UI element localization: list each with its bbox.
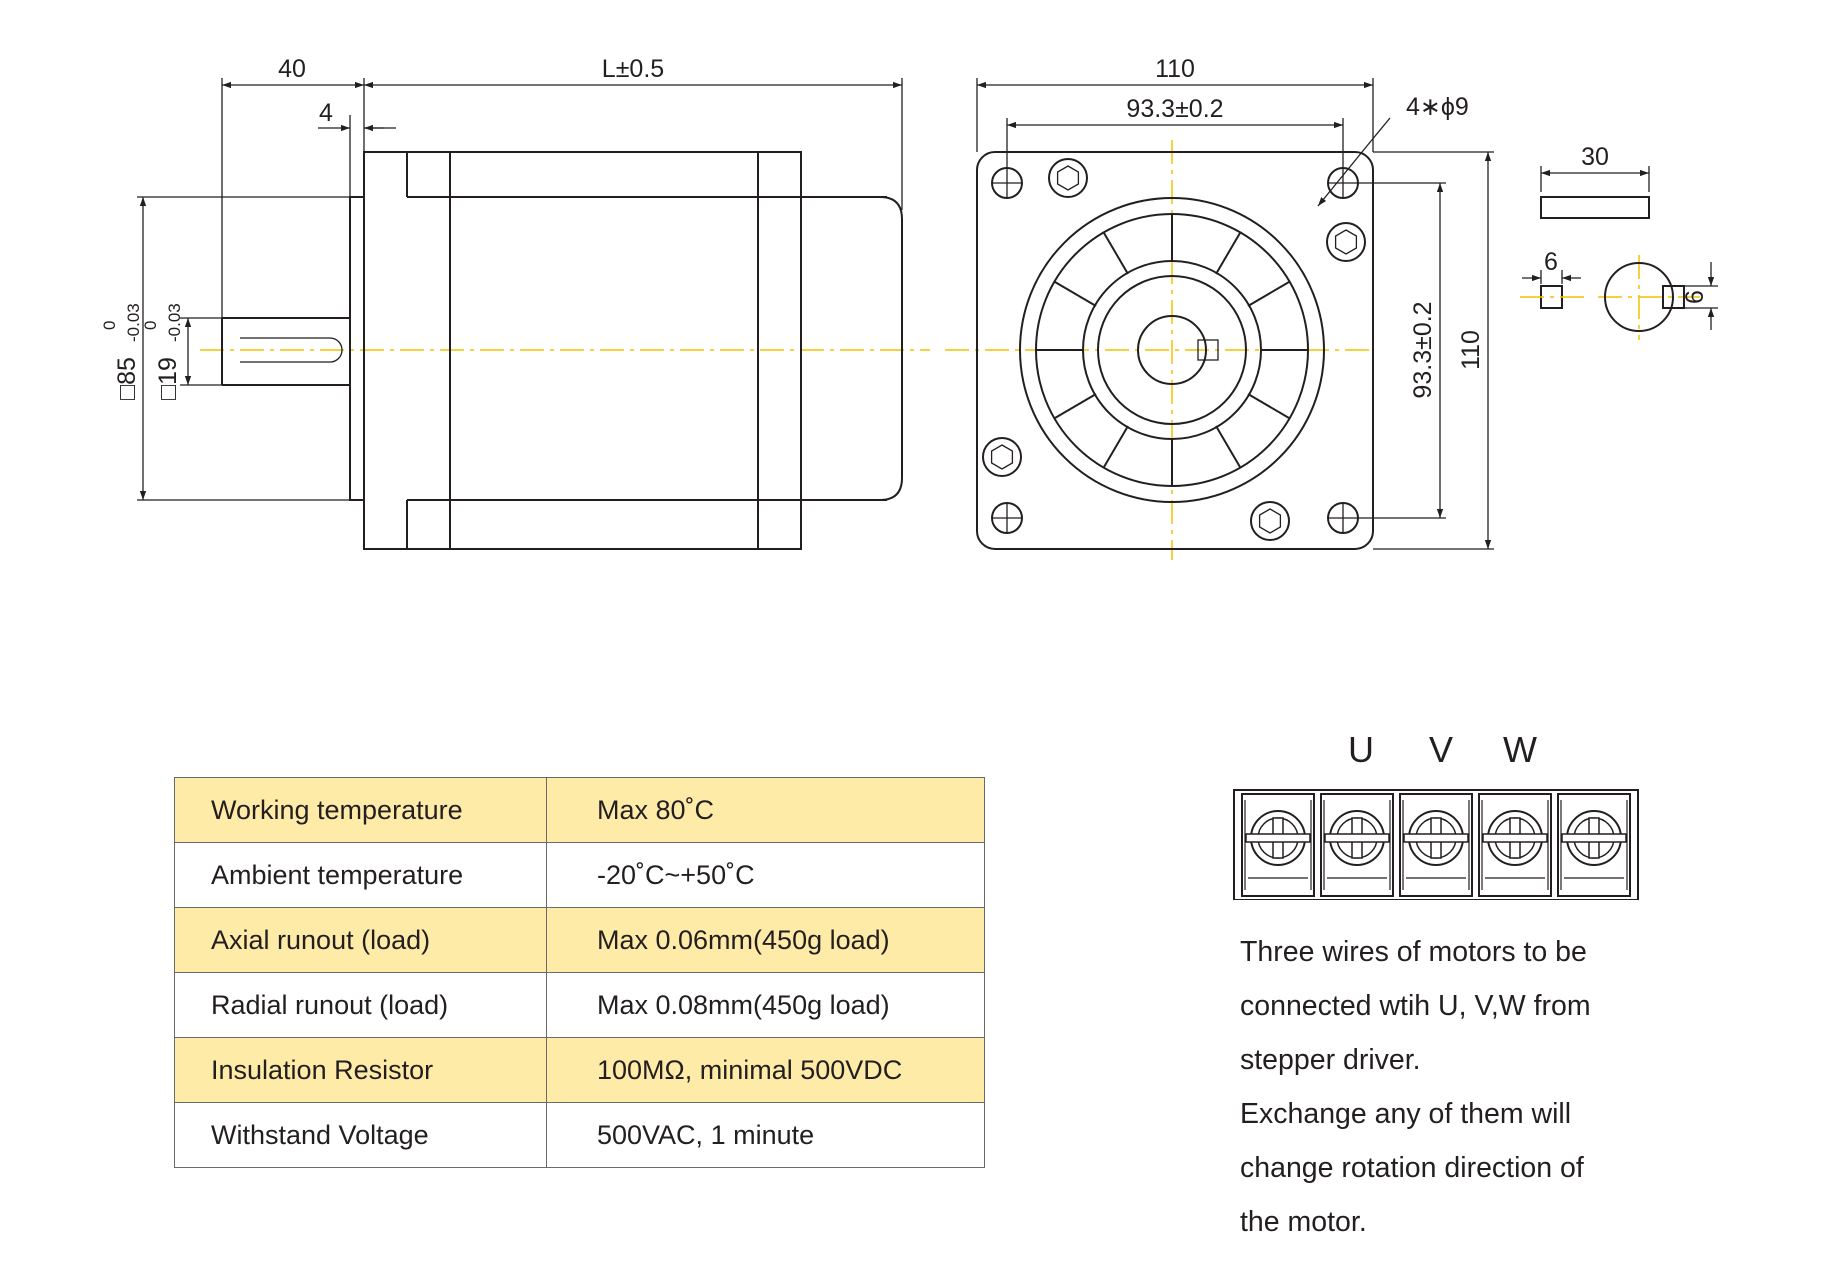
note-line: connected wtih U, V,W from — [1240, 990, 1591, 1022]
terminal-cell — [1320, 793, 1394, 897]
terminal-label-v: V — [1429, 729, 1453, 770]
key-side-view — [1540, 196, 1650, 219]
spec-table: Working temperature Max 80˚C Ambient tem… — [174, 777, 985, 1168]
terminal-cell — [1399, 793, 1473, 897]
dim-body-square-label: □85 0 -0.03 — [100, 303, 143, 400]
spec-value: -20˚C~+50˚C — [546, 842, 985, 908]
terminal-cell — [1241, 793, 1315, 897]
svg-text:□85: □85 — [113, 357, 141, 400]
note-line: Exchange any of them will — [1240, 1098, 1572, 1130]
shaft-end — [1137, 315, 1207, 385]
table-row: Radial runout (load) Max 0.08mm(450g loa… — [174, 972, 985, 1038]
table-row: Withstand Voltage 500VAC, 1 minute — [174, 1102, 985, 1168]
wiring-note: Three wires of motors to be connected wt… — [1240, 925, 1720, 1249]
spec-value: Max 80˚C — [546, 777, 985, 843]
terminal-cell — [1557, 793, 1631, 897]
spec-label: Ambient temperature — [174, 842, 547, 908]
pilot-boss — [349, 196, 365, 501]
spec-value: Max 0.08mm(450g load) — [546, 972, 985, 1038]
spec-label: Withstand Voltage — [174, 1102, 547, 1168]
spec-value: Max 0.06mm(450g load) — [546, 907, 985, 973]
dim-height: 110 — [1457, 330, 1485, 370]
terminal-block: U V W — [1233, 729, 1639, 900]
note-line: stepper driver. — [1240, 1044, 1421, 1076]
dim-width: 110 — [1155, 55, 1195, 83]
terminal-frame — [1233, 789, 1639, 900]
rear-end-cap — [801, 196, 903, 501]
key-detail: 30 6 6 — [1520, 143, 1718, 340]
note-line: Three wires of motors to be — [1240, 936, 1587, 968]
motor-dimension-drawing: 40 L±0.5 4 □85 0 -0.03 □19 0 -0.03 — [100, 55, 1718, 560]
dim-holes: 4∗ϕ9 — [1406, 93, 1469, 121]
dim-shaft-length: 40 — [278, 55, 306, 83]
table-row: Insulation Resistor 100MΩ, minimal 500VD… — [174, 1037, 985, 1103]
terminal-label-u: U — [1348, 729, 1374, 770]
front-view: 110 93.3±0.2 4∗ϕ9 93.3±0.2 110 — [945, 55, 1494, 560]
svg-text:0: 0 — [141, 321, 160, 330]
flange-ribs — [1036, 215, 1308, 485]
note-line: the motor. — [1240, 1206, 1367, 1238]
spec-label: Working temperature — [174, 777, 547, 843]
flange-outer-ring — [1019, 197, 1325, 503]
shaft-key-end — [1197, 339, 1219, 361]
dim-hole-spacing-v: 93.3±0.2 — [1409, 301, 1437, 398]
hole-leader — [1317, 140, 1372, 207]
spec-label: Insulation Resistor — [174, 1037, 547, 1103]
spec-label: Radial runout (load) — [174, 972, 547, 1038]
dim-key-length: 30 — [1581, 143, 1609, 171]
svg-text:□19: □19 — [154, 357, 182, 400]
spec-value: 100MΩ, minimal 500VDC — [546, 1037, 985, 1103]
dim-shaft-dia-label: □19 0 -0.03 — [141, 303, 184, 400]
note-line: change rotation direction of — [1240, 1152, 1584, 1184]
dim-body-length: L±0.5 — [602, 55, 664, 83]
table-row: Ambient temperature -20˚C~+50˚C — [174, 842, 985, 908]
svg-text:-0.03: -0.03 — [124, 303, 143, 342]
shaft-section — [1604, 262, 1674, 332]
dim-key-height: 6 — [1681, 290, 1709, 304]
spec-label: Axial runout (load) — [174, 907, 547, 973]
svg-text:-0.03: -0.03 — [165, 303, 184, 342]
motor-flange-body — [363, 151, 802, 550]
terminal-label-w: W — [1503, 729, 1537, 770]
shaft-outline — [221, 317, 350, 386]
table-row: Axial runout (load) Max 0.06mm(450g load… — [174, 907, 985, 973]
spec-value: 500VAC, 1 minute — [546, 1102, 985, 1168]
svg-text:0: 0 — [100, 321, 119, 330]
hex-screws — [982, 158, 1366, 541]
key-in-shaft — [1662, 285, 1685, 309]
flange-square — [976, 151, 1374, 550]
terminal-cell — [1478, 793, 1552, 897]
dim-key-width: 6 — [1544, 248, 1558, 276]
table-row: Working temperature Max 80˚C — [174, 777, 985, 843]
shaft-keyway — [240, 337, 343, 363]
dim-boss-depth: 4 — [319, 99, 333, 127]
side-view: 40 L±0.5 4 □85 0 -0.03 □19 0 -0.03 — [100, 55, 930, 550]
dim-hole-spacing-h: 93.3±0.2 — [1126, 95, 1223, 123]
terminal-cells — [1233, 789, 1639, 900]
